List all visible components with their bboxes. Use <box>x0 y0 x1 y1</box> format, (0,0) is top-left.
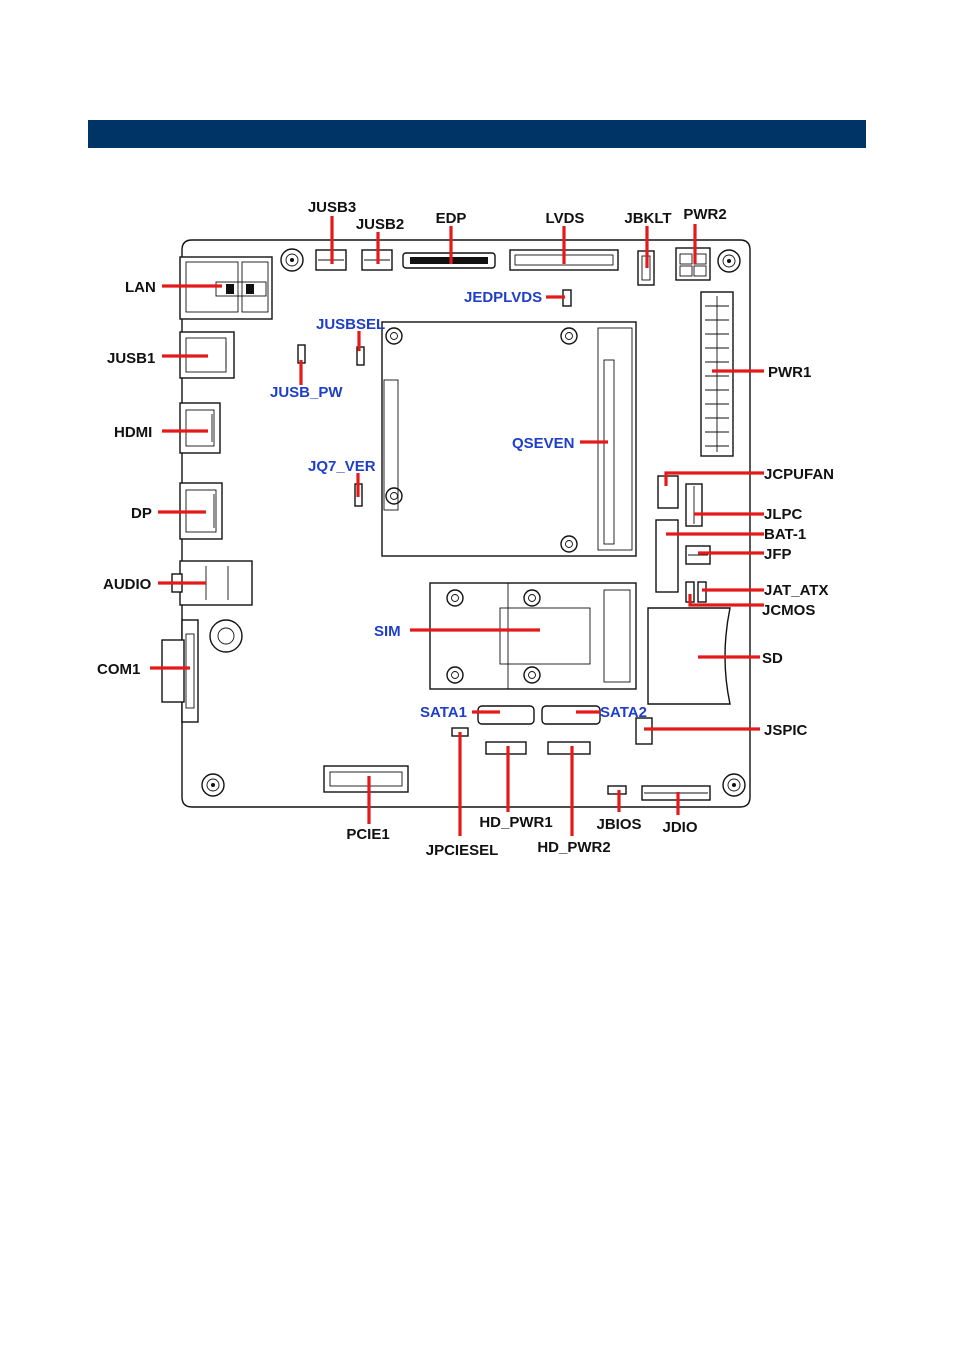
label-jusb1: JUSB1 <box>107 350 155 367</box>
label-jusb3: JUSB3 <box>308 199 356 216</box>
buzzer <box>209 619 243 653</box>
label-pwr1: PWR1 <box>768 364 811 381</box>
component-labels: JUSB3 JUSB2 EDP LVDS JBKLT PWR2 LAN JEDP… <box>97 199 834 859</box>
jlpc-header <box>685 483 703 527</box>
label-pcie1: PCIE1 <box>346 826 389 843</box>
pwr1-connector <box>700 291 734 457</box>
jbios-jumper <box>607 785 627 795</box>
jat-atx-jumper <box>697 581 707 603</box>
label-jdio: JDIO <box>662 819 697 836</box>
hdmi-port <box>179 402 221 454</box>
label-lvds: LVDS <box>546 210 585 227</box>
label-jusbsel: JUSBSEL <box>316 316 385 333</box>
leader-jcmos <box>688 594 764 607</box>
sata1-connector <box>477 705 535 725</box>
sim-slot-area <box>429 582 637 690</box>
hd-pwr2-connector <box>547 741 591 755</box>
board-outline <box>181 239 751 808</box>
mounting-hole-top-right <box>717 249 741 273</box>
com1-port <box>161 619 199 723</box>
label-jbklt: JBKLT <box>624 210 671 227</box>
mounting-hole-top-left <box>280 248 304 272</box>
label-jcpufan: JCPUFAN <box>764 466 834 483</box>
label-com1: COM1 <box>97 661 140 678</box>
label-lan: LAN <box>125 279 156 296</box>
label-hdmi: HDMI <box>114 424 152 441</box>
label-sata1: SATA1 <box>420 704 467 721</box>
label-jedplvds: JEDPLVDS <box>464 289 542 306</box>
label-sata2: SATA2 <box>600 704 647 721</box>
qseven-module <box>381 321 637 557</box>
pwr2-connector <box>675 247 711 281</box>
label-sim: SIM <box>374 623 401 640</box>
label-edp: EDP <box>436 210 467 227</box>
edp-connector <box>402 252 496 269</box>
section-header-bar <box>88 120 866 148</box>
label-audio: AUDIO <box>103 576 152 593</box>
mounting-hole-bottom-right <box>722 773 746 797</box>
label-dp: DP <box>131 505 152 522</box>
label-jq7-ver: JQ7_VER <box>308 458 376 475</box>
leader-jcpufan <box>664 471 764 486</box>
label-sd: SD <box>762 650 783 667</box>
sd-card-slot <box>647 607 731 705</box>
lan-port <box>179 256 273 320</box>
label-hd-pwr2: HD_PWR2 <box>537 839 610 856</box>
label-bat-1: BAT-1 <box>764 526 806 543</box>
jdio-header <box>641 785 711 801</box>
label-qseven: QSEVEN <box>512 435 575 452</box>
bat-1-holder <box>655 519 679 593</box>
jfp-header <box>685 545 711 565</box>
label-jcmos: JCMOS <box>762 602 815 619</box>
mounting-hole-bottom-left <box>201 773 225 797</box>
label-jpciesel: JPCIESEL <box>426 842 499 859</box>
label-hd-pwr1: HD_PWR1 <box>479 814 552 831</box>
label-jat-atx: JAT_ATX <box>764 582 828 599</box>
hd-pwr1-connector <box>485 741 527 755</box>
jcpufan-header <box>657 475 679 509</box>
label-pwr2: PWR2 <box>683 206 726 223</box>
sata2-connector <box>541 705 601 725</box>
label-jlpc: JLPC <box>764 506 803 523</box>
label-jfp: JFP <box>764 546 792 563</box>
label-jusb2: JUSB2 <box>356 216 404 233</box>
label-jbios: JBIOS <box>596 816 641 833</box>
label-jusb-pw: JUSB_PW <box>270 384 343 401</box>
pcie1-slot <box>323 765 409 793</box>
jspic-header <box>635 717 653 745</box>
label-jspic: JSPIC <box>764 722 808 739</box>
leader-lines <box>150 216 764 836</box>
